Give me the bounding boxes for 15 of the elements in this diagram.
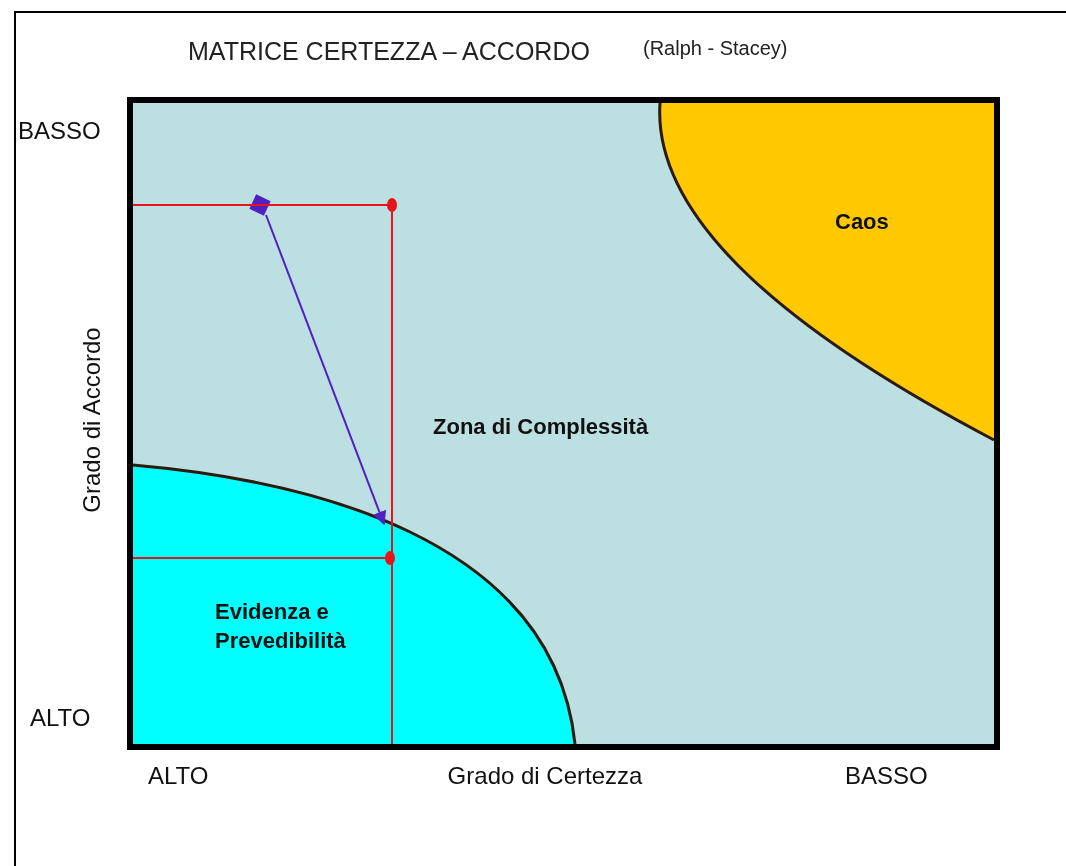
arrow	[265, 214, 387, 526]
region-label: Zona di Complessità	[433, 413, 649, 441]
chaos-region	[660, 103, 994, 440]
axis-end-label: BASSO	[845, 762, 928, 791]
axis-title: Grado di Certezza	[447, 762, 643, 791]
axis-end-label: ALTO	[30, 704, 91, 733]
axis-end-label: BASSO	[18, 117, 101, 146]
author-note: (Ralph - Stacey)	[643, 36, 788, 60]
axis-end-label: ALTO	[148, 762, 209, 791]
region-label: Evidenza e Prevedibilità	[215, 598, 347, 655]
predictability-region	[133, 465, 575, 744]
complexity-zone	[127, 97, 1000, 750]
diagram-title: MATRICE CERTEZZA – ACCORDO	[188, 36, 590, 66]
axis-title: Grado di Accordo	[77, 327, 106, 513]
region-label: Caos	[835, 208, 889, 236]
